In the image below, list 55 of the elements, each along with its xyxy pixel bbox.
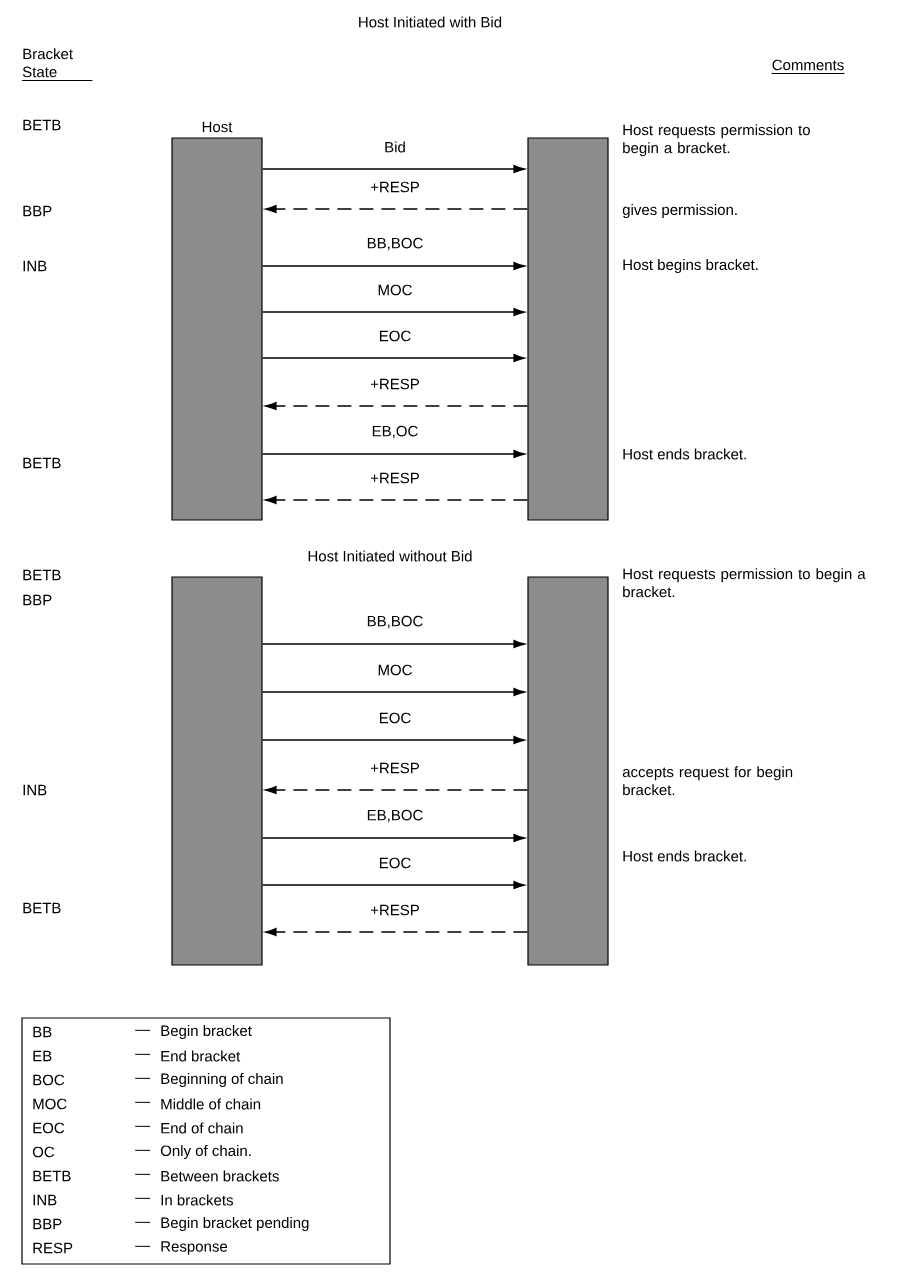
arrow (261, 639, 525, 649)
edge-label: EOC (377, 329, 413, 343)
arrow (261, 261, 525, 271)
arrow (265, 204, 529, 214)
text-label: Host Initiated without Bid (308, 550, 472, 562)
text-label: BETB (23, 902, 61, 914)
text-label: Host begins bracket. (623, 259, 758, 273)
text-label: BBP (23, 205, 52, 217)
edge-label: MOC (376, 283, 414, 297)
text-label: BETB (23, 569, 61, 581)
edge-label: MOC (376, 663, 414, 677)
edge-label: +RESP (369, 903, 421, 917)
arrow (261, 449, 525, 459)
node-label: Host (202, 121, 233, 133)
lifeline-bar (171, 576, 263, 966)
text-label: Host ends bracket. (623, 448, 746, 460)
arrow (261, 307, 525, 317)
lifeline-bar: Host (171, 121, 263, 521)
arrow (261, 687, 525, 697)
column-heading: Bracket State (22, 48, 73, 78)
edge-label: EOC (377, 711, 413, 725)
edge-label: BB,BOC (365, 236, 425, 252)
edge-label: EOC (377, 856, 413, 870)
arrow (265, 401, 529, 411)
abbreviation-table: BB — Begin bracket EB — End bracket BOC — Beginning of chain MOC — Middle of chain EOC — End of chain OC — Only of chain. BETB — Between brackets INB — In brackets BBP — Begin bracket pending RESP — Response (21, 1017, 391, 1265)
edge-label: +RESP (369, 377, 421, 391)
edge-label: +RESP (369, 761, 421, 775)
arrow (265, 927, 529, 937)
text-label: Host requests permission to begin a bracket. (623, 568, 866, 598)
arrow (261, 164, 525, 174)
text-label: BETB (23, 457, 61, 469)
edge-label: EB,BOC (365, 808, 425, 824)
arrow (261, 735, 525, 745)
arrow (265, 785, 529, 795)
arrow (265, 495, 529, 505)
arrow (261, 353, 525, 363)
column-heading: Comments (772, 59, 844, 71)
text-label: gives permission. (622, 204, 737, 218)
edge-label: +RESP (369, 180, 421, 194)
edge-label: +RESP (369, 471, 421, 485)
text-label: Host requests permission to begin a bracket. (623, 124, 810, 157)
diagram-title: Host Initiated with Bid (359, 16, 502, 28)
text-label: Host ends bracket. (623, 850, 746, 862)
text-label: INB (23, 784, 47, 796)
lifeline-bar (527, 137, 609, 521)
edge-label: BB,BOC (365, 614, 425, 630)
arrow (261, 833, 525, 843)
text-label: accepts request for begin bracket. (622, 766, 793, 796)
text-label: BETB (23, 119, 61, 131)
arrow (261, 880, 525, 890)
lifeline-bar (527, 576, 609, 966)
text-label: INB (23, 260, 47, 272)
edge-label: Bid (383, 140, 407, 154)
text-label: BBP (23, 594, 52, 606)
edge-label: EB,OC (370, 424, 420, 440)
